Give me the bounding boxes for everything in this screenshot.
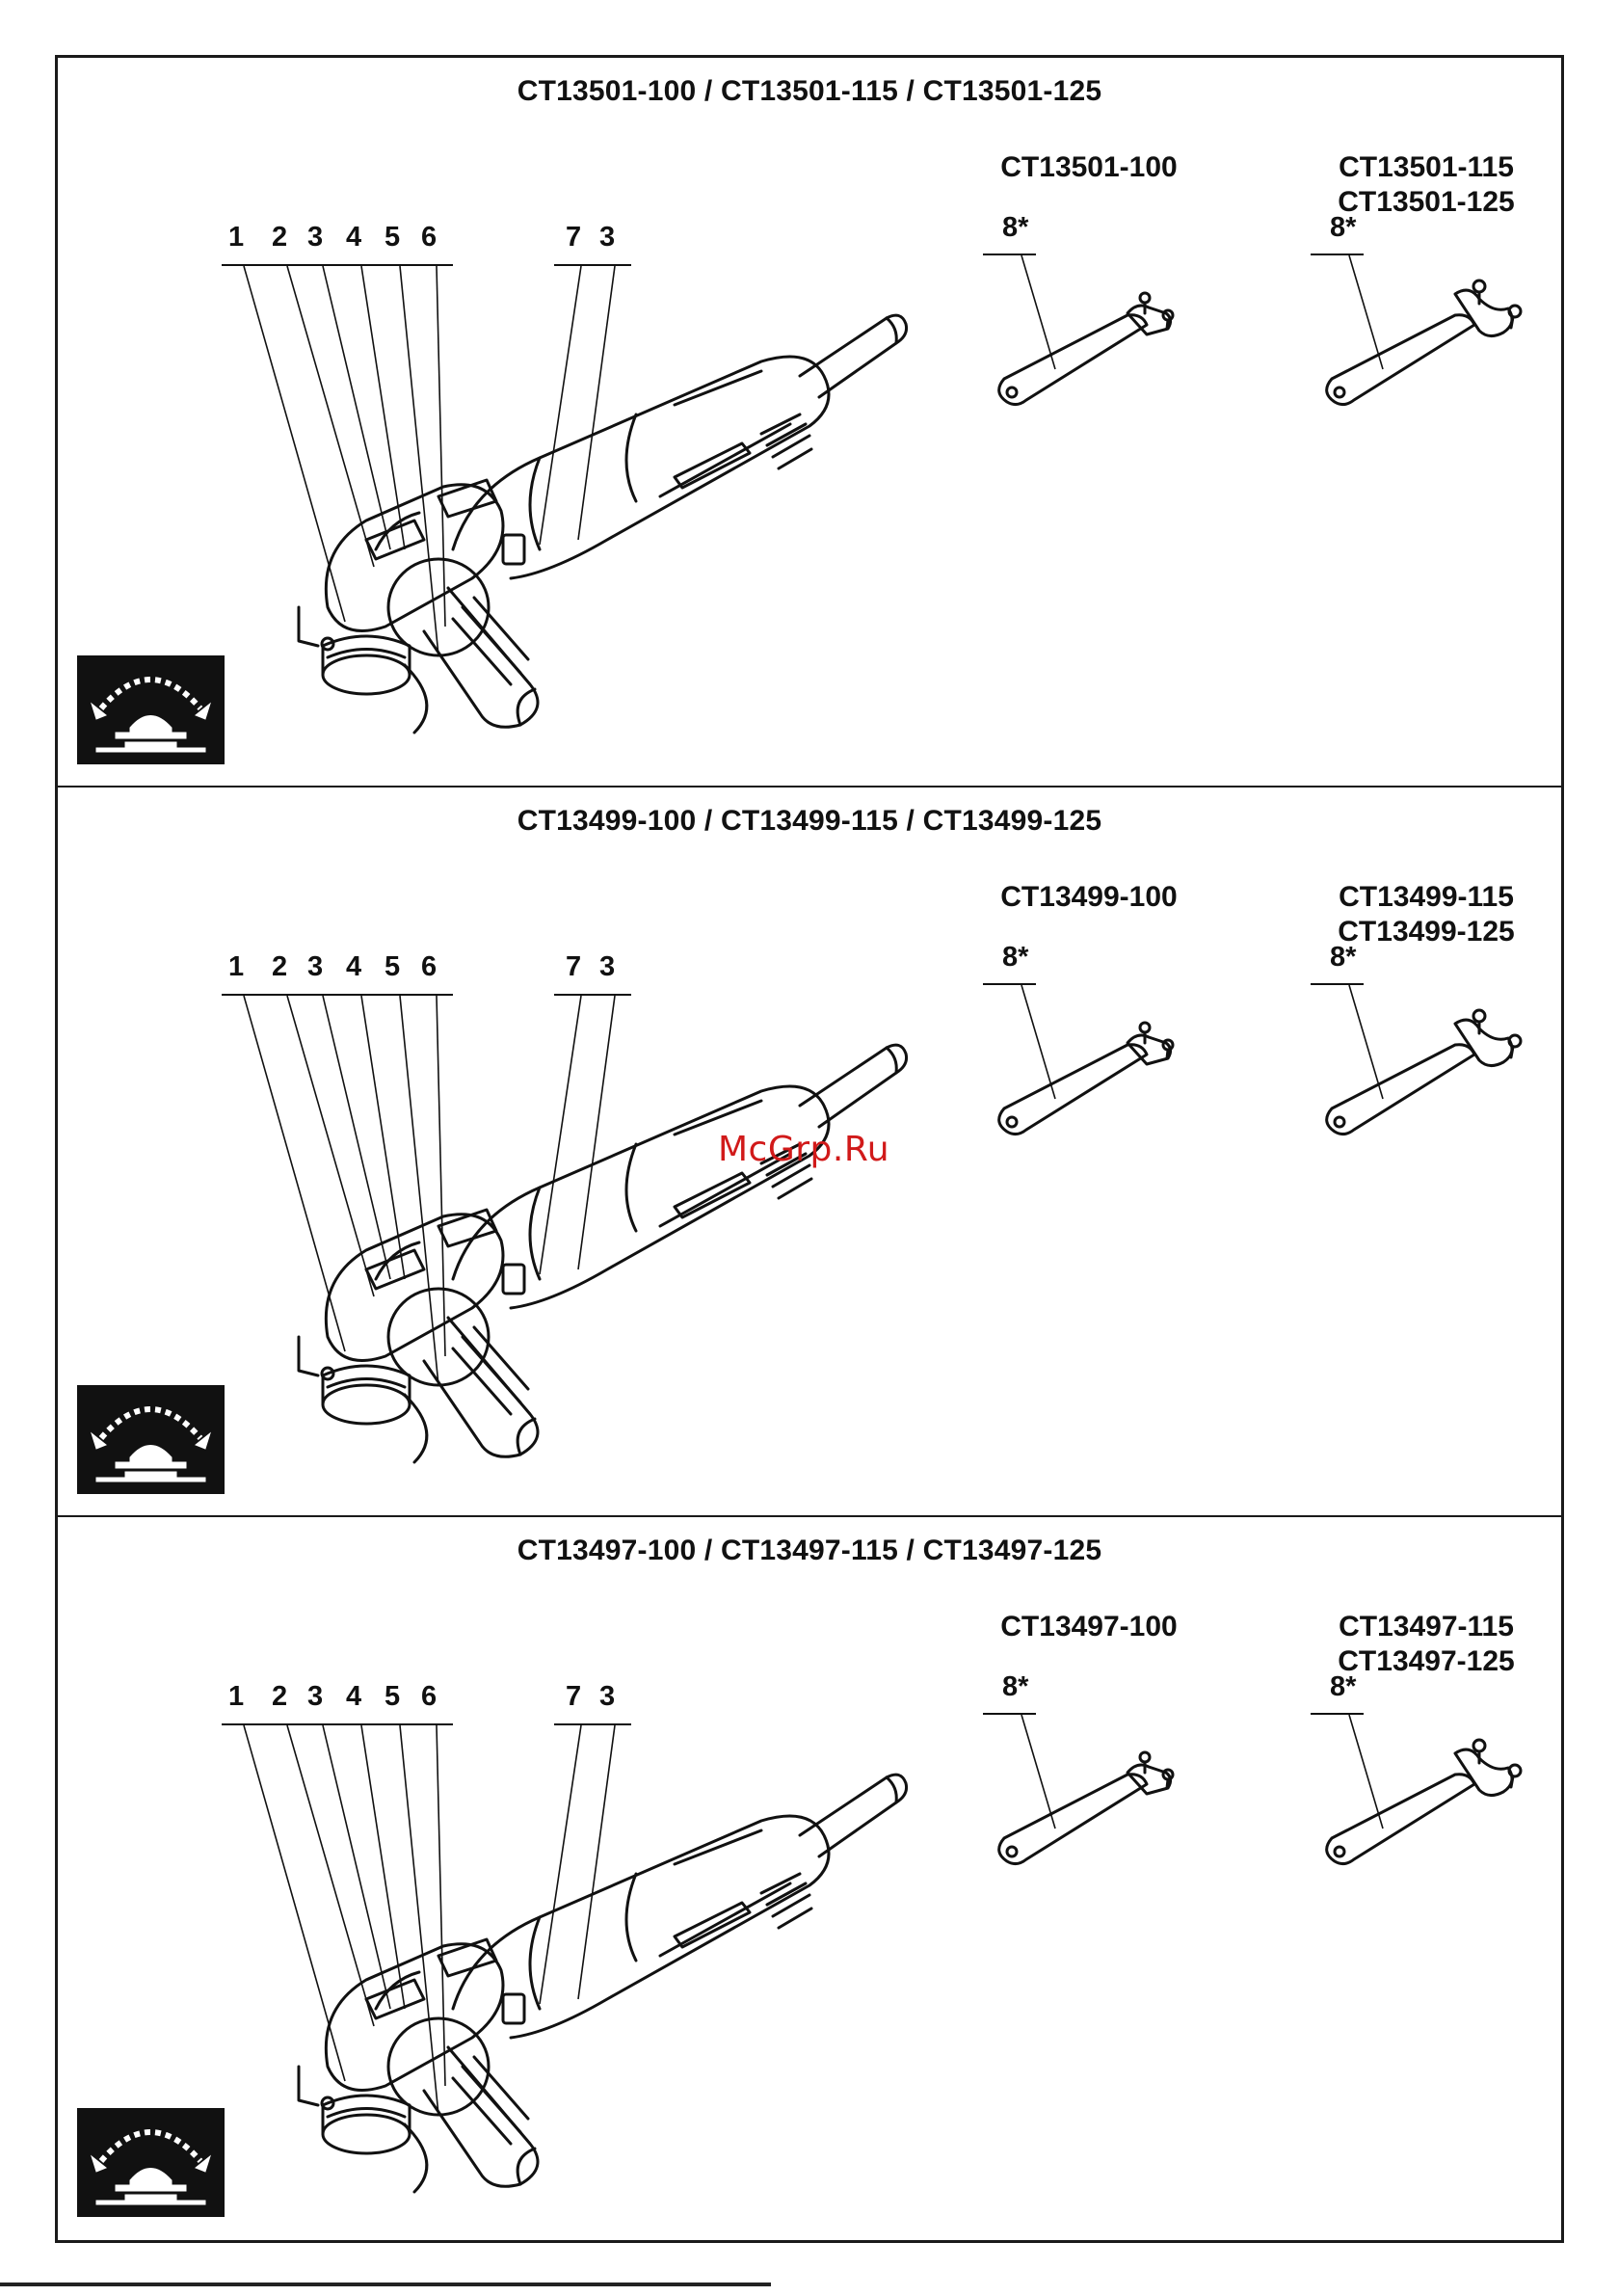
section-title: CT13499-100 / CT13499-115 / CT13499-125 <box>517 805 1102 837</box>
callout-leader <box>360 1724 406 2010</box>
callout-2: 2 <box>272 951 288 982</box>
page-footer-rule <box>0 2283 771 2286</box>
callout-3: 3 <box>307 1681 324 1712</box>
callout-7: 7 <box>566 222 582 253</box>
guard-adjust-symbol <box>91 677 211 753</box>
callout-1: 1 <box>228 951 245 982</box>
callout-5: 5 <box>385 1681 401 1712</box>
guard-adjust-symbol <box>91 1406 211 1482</box>
grinder-drawing <box>217 1723 908 2194</box>
section-title: CT13501-100 / CT13501-115 / CT13501-125 <box>517 75 1102 107</box>
callout-4: 4 <box>346 951 362 982</box>
watermark: McGrp.Ru <box>718 1130 890 1169</box>
callout-leader <box>322 1724 391 2010</box>
callout-3: 3 <box>599 951 616 982</box>
callout-leader <box>436 995 446 1357</box>
guard-adjust-symbol <box>91 2129 211 2205</box>
callout-6: 6 <box>421 222 438 253</box>
wrench-callout: 8* <box>1330 1671 1357 1702</box>
wrench-drawing <box>1311 254 1523 407</box>
wrench-large: 8* <box>1311 212 1523 424</box>
model-label-115: CT13499-115 <box>1339 881 1514 913</box>
wrench-drawing <box>1311 983 1523 1136</box>
guard-adjust-icon <box>77 655 225 764</box>
callout-leader <box>360 995 406 1280</box>
callout-leader <box>360 265 406 550</box>
callout-leader <box>577 1724 616 2000</box>
callout-leader <box>577 265 616 541</box>
callout-leader <box>577 995 616 1270</box>
callout-5: 5 <box>385 951 401 982</box>
callout-leader <box>286 995 375 1297</box>
section-ct13497: CT13497-100 / CT13497-115 / CT13497-125 … <box>58 1517 1561 2240</box>
model-label-115: CT13497-115 <box>1339 1611 1514 1642</box>
callout-1: 1 <box>228 1681 245 1712</box>
callout-leader <box>399 995 439 1386</box>
callout-4: 4 <box>346 222 362 253</box>
model-label-100: CT13499-100 <box>1000 881 1178 913</box>
wrench-callout: 8* <box>1002 1671 1029 1702</box>
page-frame: CT13501-100 / CT13501-115 / CT13501-125 … <box>55 55 1564 2243</box>
callout-3: 3 <box>599 1681 616 1712</box>
callout-6: 6 <box>421 1681 438 1712</box>
callout-leader <box>322 265 391 550</box>
callout-3: 3 <box>307 951 324 982</box>
model-label-125: CT13497-125 <box>1338 1645 1515 1677</box>
callout-leader <box>539 1724 582 2005</box>
guard-adjust-icon <box>77 1385 225 1494</box>
callout-6: 6 <box>421 951 438 982</box>
wrench-small: 8* <box>983 1671 1195 1883</box>
callout-leader <box>243 265 346 623</box>
callout-3: 3 <box>599 222 616 253</box>
wrench-drawing <box>1311 1713 1523 1866</box>
callout-leader <box>399 265 439 656</box>
callout-2: 2 <box>272 222 288 253</box>
wrench-callout: 8* <box>1330 212 1357 243</box>
wrench-callout: 8* <box>1002 942 1029 973</box>
model-label-115-125: CT13501-115 CT13501-125 <box>1311 150 1542 220</box>
model-label-115-125: CT13499-115 CT13499-125 <box>1311 880 1542 949</box>
section-ct13501: CT13501-100 / CT13501-115 / CT13501-125 … <box>58 58 1561 788</box>
wrench-drawing <box>983 1713 1175 1866</box>
callout-leader <box>322 995 391 1280</box>
callout-leader <box>436 1724 446 2087</box>
model-label-115: CT13501-115 <box>1339 151 1514 183</box>
wrench-large: 8* <box>1311 942 1523 1154</box>
grinder-drawing <box>217 994 908 1464</box>
wrench-small: 8* <box>983 212 1195 424</box>
model-label-125: CT13499-125 <box>1338 916 1515 948</box>
callout-1: 1 <box>228 222 245 253</box>
callout-7: 7 <box>566 951 582 982</box>
guard-adjust-icon <box>77 2108 225 2217</box>
wrench-callout: 8* <box>1330 942 1357 973</box>
model-label-125: CT13501-125 <box>1338 186 1515 218</box>
wrench-drawing <box>983 983 1175 1136</box>
callout-5: 5 <box>385 222 401 253</box>
wrench-callout: 8* <box>1002 212 1029 243</box>
callout-3: 3 <box>307 222 324 253</box>
callout-leader <box>286 265 375 568</box>
wrench-small: 8* <box>983 942 1195 1154</box>
callout-leader <box>539 995 582 1275</box>
wrench-large: 8* <box>1311 1671 1523 1883</box>
callout-leader <box>286 1724 375 2027</box>
callout-2: 2 <box>272 1681 288 1712</box>
callout-leader <box>539 265 582 546</box>
section-title: CT13497-100 / CT13497-115 / CT13497-125 <box>517 1535 1102 1566</box>
callout-7: 7 <box>566 1681 582 1712</box>
callout-leader <box>243 995 346 1352</box>
callout-4: 4 <box>346 1681 362 1712</box>
grinder-drawing <box>217 264 908 734</box>
model-label-100: CT13501-100 <box>1000 151 1178 183</box>
callout-leader <box>243 1724 346 2082</box>
model-label-100: CT13497-100 <box>1000 1611 1178 1642</box>
wrench-drawing <box>983 254 1175 407</box>
callout-leader <box>436 265 446 627</box>
callout-leader <box>399 1724 439 2116</box>
section-ct13499: CT13499-100 / CT13499-115 / CT13499-125 … <box>58 788 1561 1517</box>
model-label-115-125: CT13497-115 CT13497-125 <box>1311 1610 1542 1679</box>
